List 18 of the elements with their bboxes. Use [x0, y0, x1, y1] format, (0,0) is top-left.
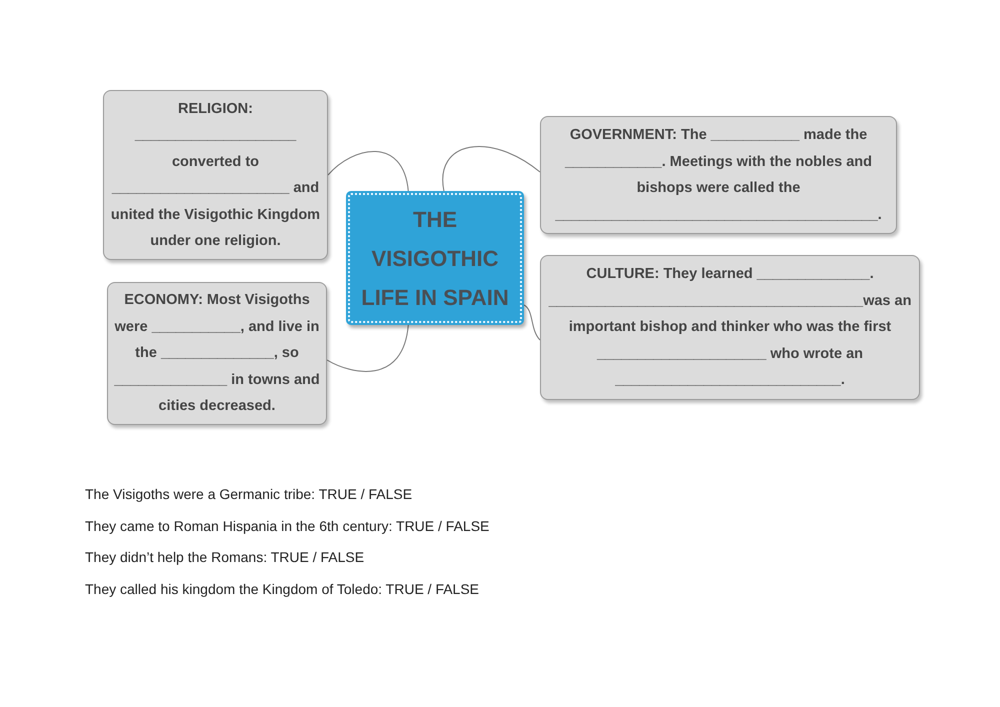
topic-box	[107, 282, 327, 425]
topic-box	[103, 90, 328, 260]
connector-line	[442, 146, 540, 192]
connector-line	[328, 151, 409, 192]
fill-in-text: CULTURE: They learned ______________. _______________________________________was an important bishop and thinker who was the first _____________________ who wrote an ____________________________.	[548, 265, 912, 390]
fill-in-text: GOVERNMENT: The ___________ made the ____________. Meetings with the nobles and bishops were called the ________________________________________.	[554, 126, 883, 224]
true-false-statement: They came to Roman Hispania in the 6th century: TRUE / FALSE	[85, 518, 490, 534]
fill-in-text: ECONOMY: Most Visigoths were ___________, and live in the ______________, so ______________ in towns and cities decreased.	[114, 291, 320, 416]
connector-line	[326, 324, 409, 372]
connector-line	[524, 304, 540, 340]
topic-box	[540, 255, 920, 400]
topic-box	[540, 116, 897, 234]
true-false-statement: The Visigoths were a Germanic tribe: TRUE / FALSE	[85, 486, 412, 502]
fill-in-text: RELIGION: ____________________ converted to ______________________ and united the Visigothic Kingdom under one religion.	[110, 100, 321, 251]
topic-title: THE VISIGOTHIC LIFE IN SPAIN	[360, 206, 510, 312]
true-false-statement: They didn’t help the Romans: TRUE / FALSE	[85, 549, 364, 565]
true-false-statement: They called his kingdom the Kingdom of Toledo: TRUE / FALSE	[85, 580, 480, 596]
central-topic-box	[346, 191, 524, 325]
